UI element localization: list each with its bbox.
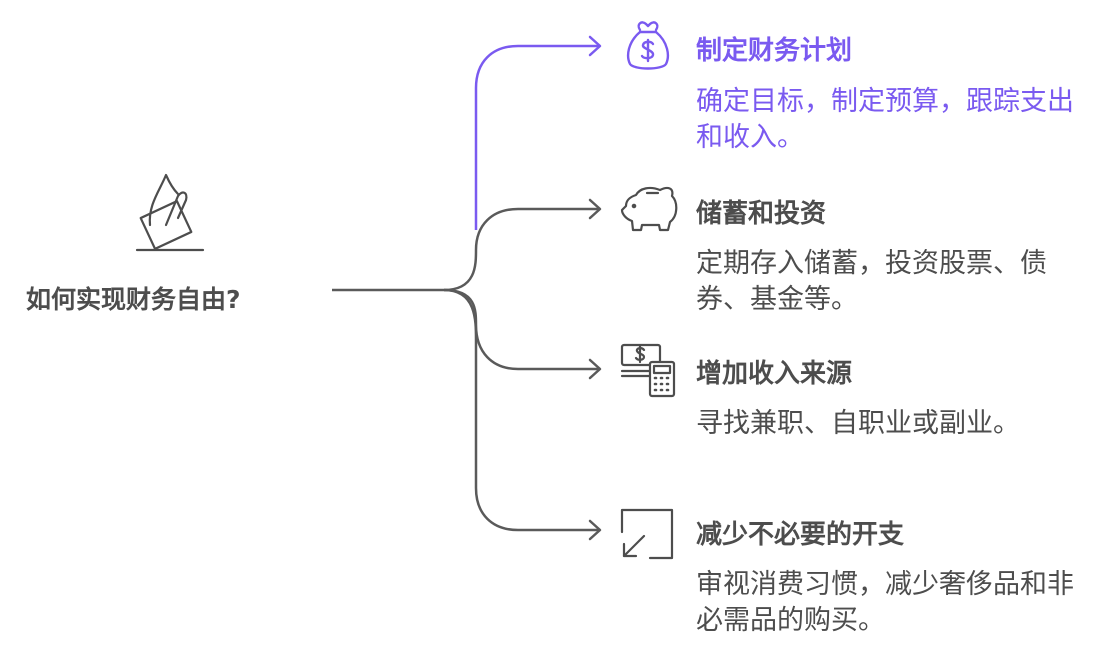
piggy-bank-icon (620, 186, 678, 232)
cash-calculator-icon (620, 343, 676, 398)
branch-title: 储蓄和投资 (696, 199, 827, 229)
connector-branch-1 (474, 44, 600, 230)
connector-branch-2 (443, 207, 600, 292)
arrowhead-branch-2 (588, 198, 602, 220)
arrowhead-branch-4 (588, 519, 602, 541)
branch-description: 审视消费习惯，减少奢侈品和非必需品的购买。 (696, 569, 1074, 636)
connector-branch-3 (443, 288, 600, 371)
branch-title: 制定财务计划 (696, 36, 853, 66)
arrowhead-branch-3 (588, 358, 602, 380)
hand-dropping-ballot-icon (135, 173, 205, 252)
money-bag-icon (626, 21, 670, 70)
root-title: 如何实现财务自由? (26, 285, 241, 314)
branch-title: 减少不必要的开支 (696, 520, 905, 550)
branch-description: 确定目标，制定预算，跟踪支出和收入。 (696, 86, 1074, 153)
branch-description: 寻找兼职、自职业或副业。 (696, 408, 1020, 439)
arrowhead-branch-1 (588, 35, 602, 57)
connector-branch-4 (443, 288, 600, 532)
branch-title: 增加收入来源 (696, 359, 853, 389)
branch-description: 定期存入储蓄，投资股票、债券、基金等。 (696, 248, 1047, 315)
shrink-arrow-icon (620, 508, 674, 560)
